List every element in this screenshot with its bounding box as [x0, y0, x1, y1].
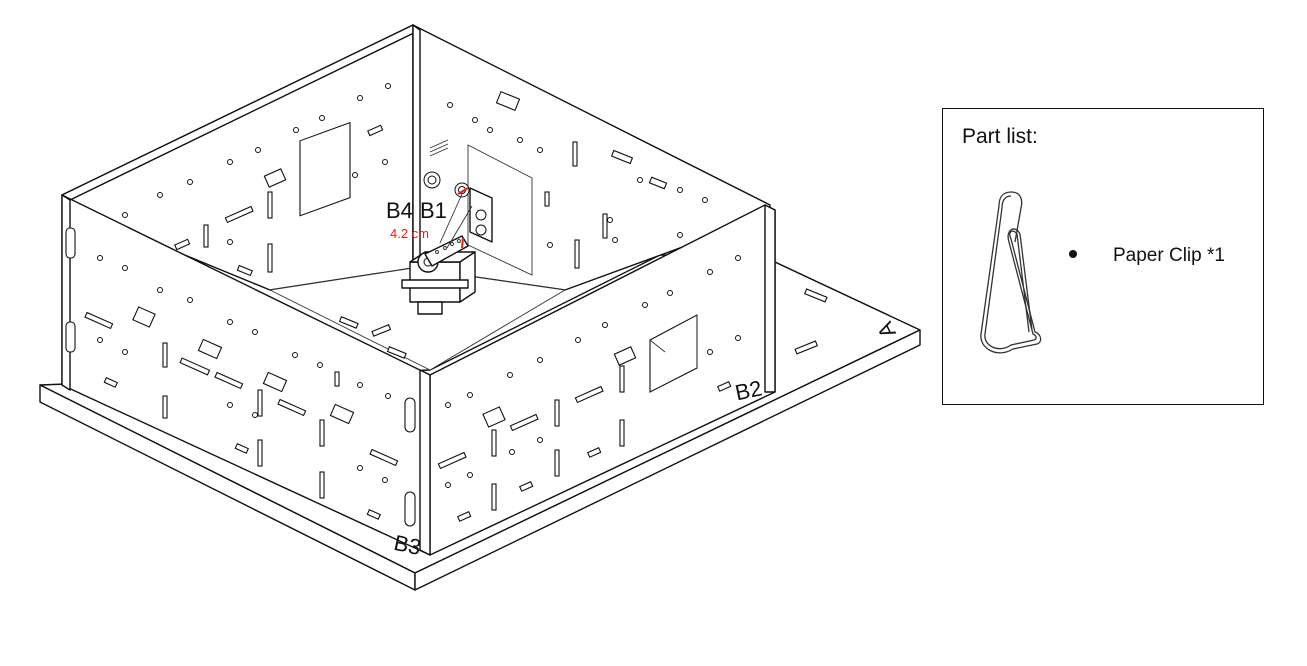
bullet-icon: [1069, 249, 1077, 258]
panel-b2: B2: [419, 204, 776, 556]
label-b2: B2: [733, 375, 765, 405]
panel-b4: B4: [61, 24, 436, 291]
part-item-label: Paper Clip *1: [1113, 245, 1225, 266]
assembly-diagram: A B4: [39, 24, 921, 591]
label-b4: B4: [386, 198, 413, 223]
panel-b3: B3: [61, 194, 431, 560]
servo-motor: 4.2 cm: [390, 187, 476, 315]
part-list-item: Paper Clip *1: [1069, 245, 1225, 267]
measurement-label: 4.2 cm: [390, 226, 429, 241]
paper-clip-icon: [980, 191, 1042, 354]
part-list-title: Part list:: [962, 125, 1038, 148]
label-b1: B1: [420, 198, 447, 223]
label-b3: B3: [392, 530, 424, 560]
panel-b1: B1: [412, 24, 771, 291]
floor: [236, 264, 567, 371]
part-list-box: Part list: Paper Clip *1: [942, 108, 1264, 405]
